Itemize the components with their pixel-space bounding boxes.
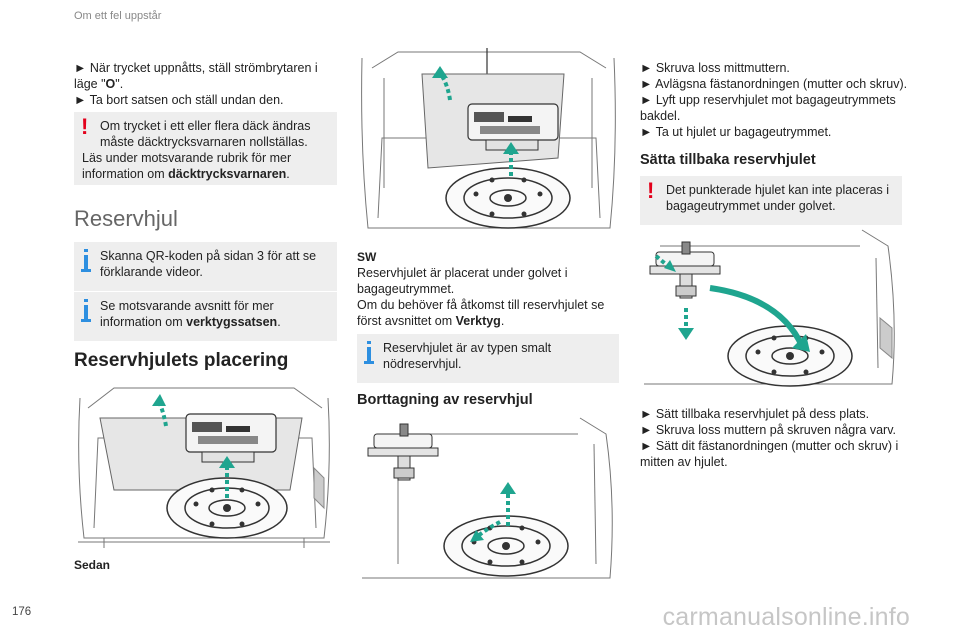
info-box: Se motsvarande avsnitt för mer informati… bbox=[74, 292, 337, 341]
step-item: mitten av hjulet. bbox=[640, 455, 728, 469]
caption-sedan: Sedan bbox=[74, 558, 111, 572]
step-item: ► Sätt dit fästanordningen (mutter och s… bbox=[640, 439, 899, 453]
step-item: ► När trycket uppnåtts, ställ strömbryta… bbox=[74, 61, 318, 91]
step-item: ► Ta bort satsen och ställ undan den. bbox=[74, 93, 284, 107]
running-header: Om ett fel uppstår bbox=[74, 10, 162, 22]
removal-title: Borttagning av reservhjul bbox=[357, 392, 533, 408]
column-1: ► När trycket uppnåtts, ställ strömbryta… bbox=[74, 60, 339, 108]
step-item: ► Lyft upp reservhjulet mot bagageutrymm… bbox=[640, 93, 896, 107]
removal-illustration bbox=[362, 417, 613, 579]
removal-steps: ► Skruva loss mittmuttern. ► Avlägsna fä… bbox=[640, 60, 910, 140]
info-icon bbox=[364, 341, 378, 365]
sw-paragraph: Reservhjulet är placerat under golvet i … bbox=[357, 266, 605, 328]
warning-box: ! Det punkterade hjulet kan inte placera… bbox=[640, 176, 902, 225]
step-item: ► Skruva loss muttern på skruven några v… bbox=[640, 423, 896, 437]
warning-icon: ! bbox=[647, 178, 655, 203]
warning-icon: ! bbox=[81, 114, 89, 139]
step-item: ► Ta ut hjulet ur bagageutrymmet. bbox=[640, 125, 832, 139]
page-number: 176 bbox=[12, 606, 32, 618]
section-title: Reservhjul bbox=[74, 206, 178, 231]
step-item: ► Sätt tillbaka reservhjulet på dess pla… bbox=[640, 407, 870, 421]
refit-title: Sätta tillbaka reservhjulet bbox=[640, 152, 816, 168]
watermark: carmanualsonline.info bbox=[662, 603, 910, 631]
refit-steps: ► Sätt tillbaka reservhjulet på dess pla… bbox=[640, 406, 910, 470]
info-icon bbox=[81, 249, 95, 273]
step-item: ► Avlägsna fästanordningen (mutter och s… bbox=[640, 77, 908, 91]
label-sw: SW bbox=[357, 250, 377, 264]
info-box: Skanna QR-koden på sidan 3 för att se fö… bbox=[74, 242, 337, 291]
info-icon bbox=[81, 299, 95, 323]
sedan-trunk-illustration bbox=[78, 387, 330, 548]
step-item: ► Skruva loss mittmuttern. bbox=[640, 61, 790, 75]
info-box: Reservhjulet är av typen smalt nödreserv… bbox=[357, 334, 619, 383]
warning-box: ! Om trycket i ett eller flera däck ändr… bbox=[74, 112, 337, 185]
sw-trunk-illustration bbox=[361, 48, 616, 229]
placement-title: Reservhjulets placering bbox=[74, 350, 289, 371]
refit-illustration bbox=[644, 229, 895, 387]
step-item: bakdel. bbox=[640, 109, 681, 123]
